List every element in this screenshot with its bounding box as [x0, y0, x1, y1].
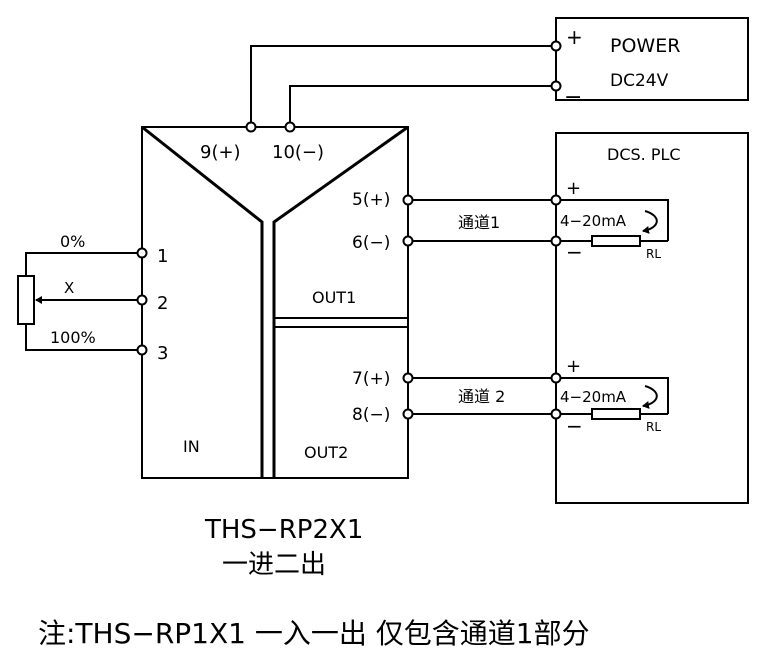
dcs-ch2-load-resistor	[591, 408, 641, 420]
pin1-terminal	[136, 247, 148, 259]
pin10-terminal	[284, 121, 296, 133]
pin3-label: 3	[157, 343, 168, 364]
power-supply: + − POWER DC24V	[555, 17, 749, 110]
power-minus-terminal	[550, 80, 562, 92]
model-name: THS−RP2X1	[204, 515, 363, 545]
pin7-terminal	[402, 372, 414, 384]
pin9-label: 9(+)	[200, 142, 241, 163]
module-y-left	[141, 125, 264, 478]
dcs-ch1-minus-terminal	[550, 235, 562, 247]
wire-pot-low	[25, 252, 142, 276]
pin3-terminal	[136, 344, 148, 356]
power-title: POWER	[610, 35, 680, 57]
power-box	[555, 17, 749, 101]
wire-pot-high	[25, 324, 142, 351]
dcs-box	[555, 132, 749, 504]
dcs-ch1-minus-sign: −	[566, 240, 583, 264]
dcs-ch1-loop	[560, 199, 669, 241]
pin9-terminal	[245, 121, 257, 133]
in-label: IN	[183, 437, 200, 456]
wire-power-plus	[250, 45, 556, 127]
footnote: 注:THS−RP1X1 一入一出 仅包含通道1部分	[38, 617, 590, 650]
potentiometer-body	[17, 275, 35, 325]
dcs-ch2-load-label: RL	[646, 420, 661, 434]
pin6-label: 6(−)	[352, 233, 390, 253]
dcs-ch1-load-label: RL	[646, 247, 661, 261]
pin6-terminal	[402, 235, 414, 247]
dcs-ch2-loop	[560, 377, 669, 414]
channel2-label: 通道 2	[458, 387, 505, 406]
pin8-label: 8(−)	[352, 405, 390, 425]
pot-high-label: 100%	[50, 328, 96, 347]
dcs-ch2-plus-terminal	[550, 372, 562, 384]
isolator-module: 9(+) 10(−) IN OUT1 OUT2	[141, 121, 409, 479]
pin10-label: 10(−)	[272, 142, 324, 163]
out1-label: OUT1	[312, 288, 356, 307]
pin7-label: 7(+)	[352, 369, 390, 389]
pin1-label: 1	[157, 246, 168, 267]
dcs-ch2-minus-terminal	[550, 408, 562, 420]
out2-label: OUT2	[304, 443, 348, 462]
dcs-ch1-plus-sign: +	[566, 178, 581, 199]
wire-power-minus	[289, 85, 556, 127]
pin2-label: 2	[157, 293, 168, 314]
dcs-ch2-minus-sign: −	[566, 414, 583, 438]
dcs-title: DCS. PLC	[607, 145, 681, 164]
channel1-label: 通道1	[458, 213, 500, 232]
dcs-ch2-plus-sign: +	[566, 356, 581, 377]
pot-wiper-label: X	[64, 279, 74, 297]
dcs-ch1-signal: 4−20mA	[560, 212, 627, 230]
dcs-ch1-plus-terminal	[550, 194, 562, 206]
pin5-label: 5(+)	[352, 190, 390, 210]
pin2-terminal	[136, 294, 148, 306]
power-minus-sign: −	[564, 85, 582, 110]
pin5-terminal	[402, 194, 414, 206]
dcs-ch2-current-arrow	[642, 385, 658, 409]
module-y-right	[272, 125, 409, 478]
dcs-ch1-current-arrow	[642, 210, 658, 234]
model-description: 一进二出	[222, 550, 326, 580]
power-voltage: DC24V	[610, 71, 669, 91]
power-plus-terminal	[550, 40, 562, 52]
dcs-plc-receiver: DCS. PLC + − 4−20mA RL + − 4−20mA RL	[550, 132, 749, 504]
dcs-ch2-signal: 4−20mA	[560, 388, 627, 406]
power-plus-sign: +	[566, 25, 583, 49]
pin8-terminal	[402, 408, 414, 420]
pot-low-label: 0%	[60, 232, 85, 251]
potentiometer: 0% X 100%	[17, 232, 142, 351]
dcs-ch1-load-resistor	[591, 235, 641, 247]
